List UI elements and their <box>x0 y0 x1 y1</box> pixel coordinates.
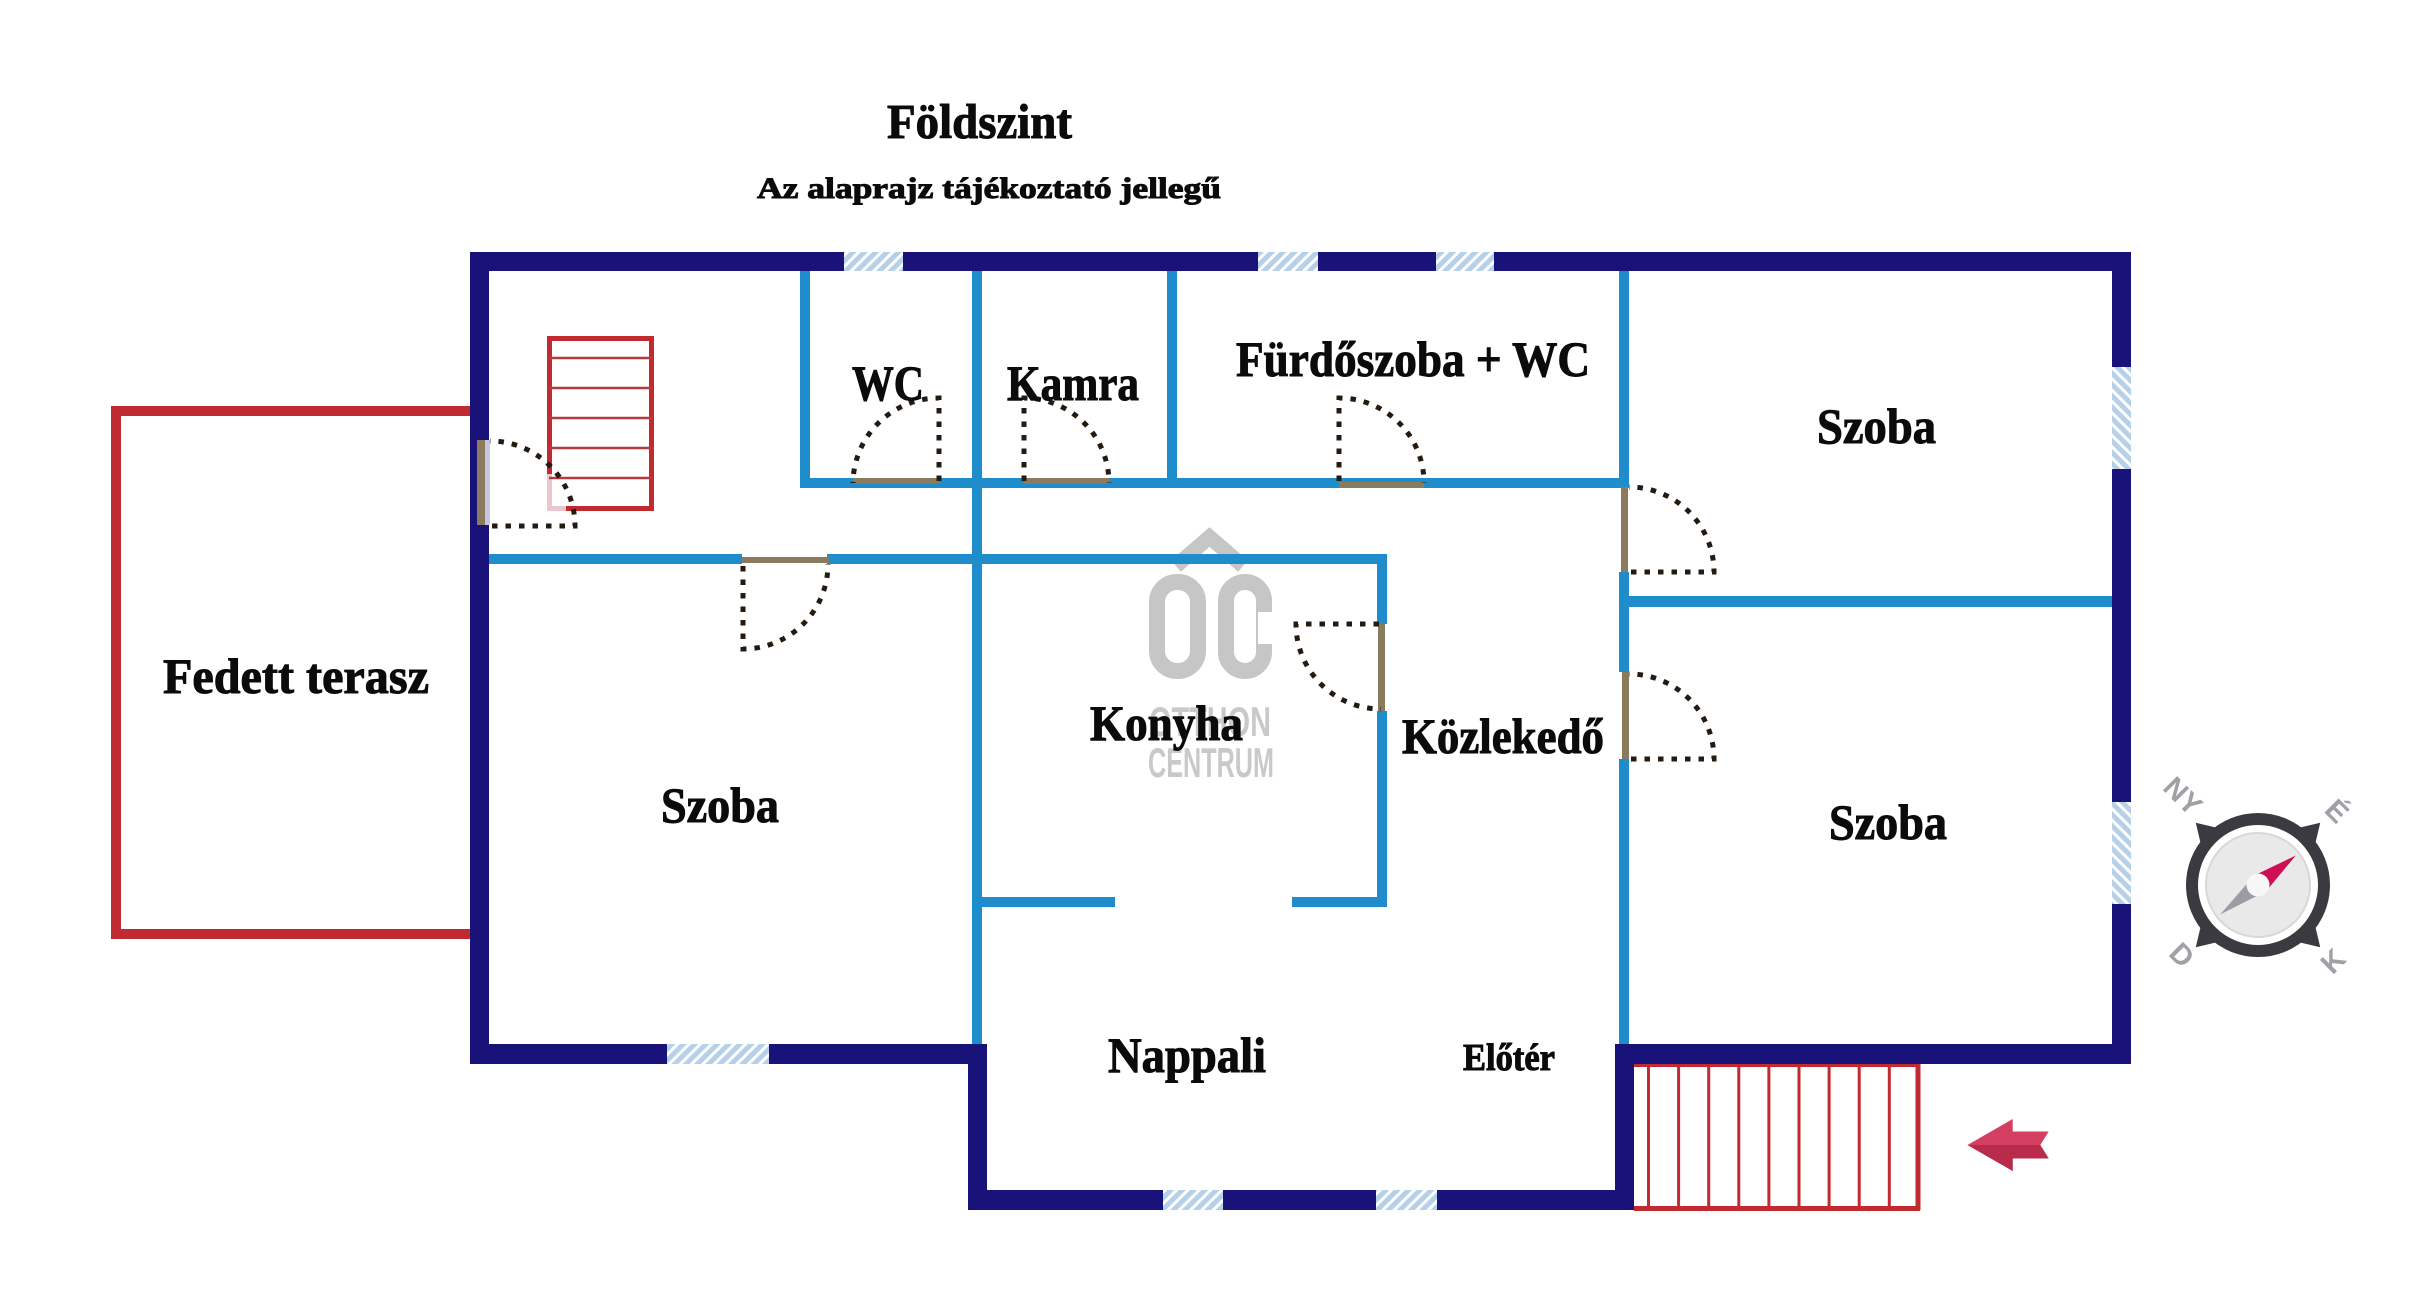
svg-text:Fürdőszoba + WC: Fürdőszoba + WC <box>1236 331 1590 387</box>
svg-text:CENTRUM: CENTRUM <box>1148 739 1274 786</box>
svg-text:É: É <box>2318 792 2356 830</box>
svg-text:NY: NY <box>2157 771 2208 822</box>
svg-text:Szoba: Szoba <box>1817 398 1936 454</box>
svg-text:Nappali: Nappali <box>1108 1027 1266 1083</box>
svg-text:Fedett terasz: Fedett terasz <box>163 648 429 704</box>
svg-text:Az alaprajz tájékoztató jelleg: Az alaprajz tájékoztató jellegű <box>757 172 1221 205</box>
svg-text:WC: WC <box>852 355 924 411</box>
svg-text:K: K <box>2315 943 2352 980</box>
svg-text:OTTHON: OTTHON <box>1149 698 1271 745</box>
svg-text:Előtér: Előtér <box>1463 1037 1555 1079</box>
svg-text:Földszint: Földszint <box>887 94 1073 149</box>
svg-text:Szoba: Szoba <box>661 777 779 833</box>
svg-text:Kamra: Kamra <box>1007 355 1139 411</box>
svg-text:Szoba: Szoba <box>1829 794 1947 850</box>
svg-text:D: D <box>2163 937 2200 974</box>
svg-text:Konyha: Konyha <box>1090 695 1243 751</box>
svg-text:Közlekedő: Közlekedő <box>1402 708 1604 764</box>
